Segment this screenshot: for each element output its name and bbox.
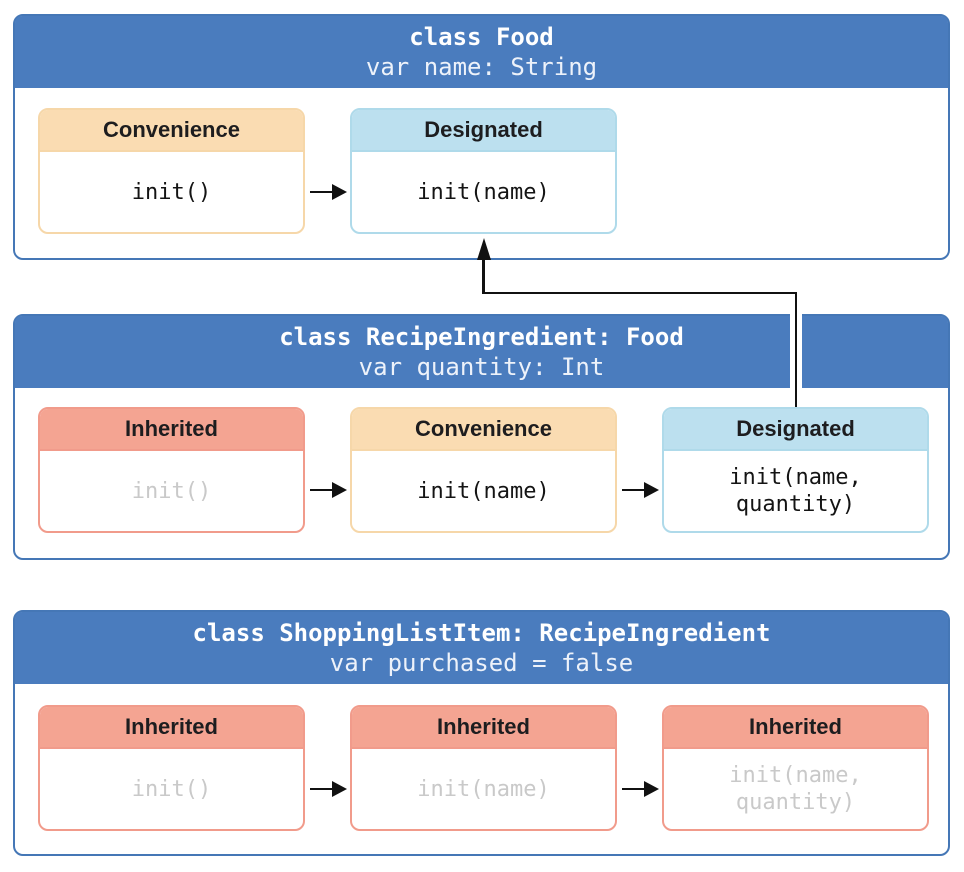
card-recipe-convenience-init-name: Convenience init(name)	[350, 407, 617, 533]
card-type-label: Inherited	[352, 707, 615, 749]
arrow-right-icon	[644, 482, 659, 498]
card-recipe-inherited-init: Inherited init()	[38, 407, 305, 533]
class-header: class RecipeIngredient: Food var quantit…	[15, 316, 948, 388]
card-type-label: Designated	[352, 110, 615, 152]
class-subtitle: var name: String	[365, 53, 598, 81]
arrow-shaft	[794, 292, 797, 407]
class-title: class RecipeIngredient: Food	[279, 323, 684, 351]
arrow-shaft	[483, 291, 797, 294]
card-init-code: init(name)	[417, 776, 550, 802]
flow-arrow	[622, 482, 659, 498]
class-header: class Food var name: String	[15, 16, 948, 88]
card-type-label: Inherited	[40, 409, 303, 451]
flow-arrow	[310, 184, 347, 200]
card-init-code: init(name, quantity)	[729, 763, 862, 815]
card-type-label: Inherited	[40, 707, 303, 749]
flow-arrow	[310, 482, 347, 498]
card-init-code: init()	[131, 776, 212, 802]
card-type-label: Inherited	[664, 707, 927, 749]
arrow-right-icon	[332, 184, 347, 200]
card-shopping-inherited-init-name: Inherited init(name)	[350, 705, 617, 831]
card-type-label: Convenience	[352, 409, 615, 451]
arrow-right-icon	[332, 482, 347, 498]
class-subtitle: var quantity: Int	[358, 353, 605, 381]
flow-arrow	[622, 781, 659, 797]
arrow-shaft	[310, 787, 333, 791]
card-food-designated-init-name: Designated init(name)	[350, 108, 617, 234]
card-shopping-inherited-init: Inherited init()	[38, 705, 305, 831]
card-type-label: Convenience	[40, 110, 303, 152]
card-recipe-designated-init-name-quantity: Designated init(name, quantity)	[662, 407, 929, 533]
class-subtitle: var purchased = false	[329, 649, 634, 677]
flow-arrow	[310, 781, 347, 797]
card-type-label: Designated	[664, 409, 927, 451]
card-init-code: init(name, quantity)	[729, 465, 862, 517]
class-header: class ShoppingListItem: RecipeIngredient…	[15, 612, 948, 684]
arrow-shaft	[622, 787, 645, 791]
card-init-code: init(name)	[417, 179, 550, 205]
arrow-right-icon	[332, 781, 347, 797]
arrow-right-icon	[644, 781, 659, 797]
card-init-code: init()	[131, 179, 212, 205]
arrow-shaft	[622, 488, 645, 492]
card-init-code: init()	[131, 478, 212, 504]
arrow-shaft	[310, 190, 333, 194]
arrow-shaft	[310, 488, 333, 492]
class-title: class ShoppingListItem: RecipeIngredient	[192, 619, 771, 647]
card-init-code: init(name)	[417, 478, 550, 504]
arrow-shaft	[482, 256, 485, 294]
card-shopping-inherited-init-name-quantity: Inherited init(name, quantity)	[662, 705, 929, 831]
arrow-up-icon	[476, 238, 491, 260]
class-title: class Food	[409, 23, 554, 51]
card-food-convenience-init: Convenience init()	[38, 108, 305, 234]
